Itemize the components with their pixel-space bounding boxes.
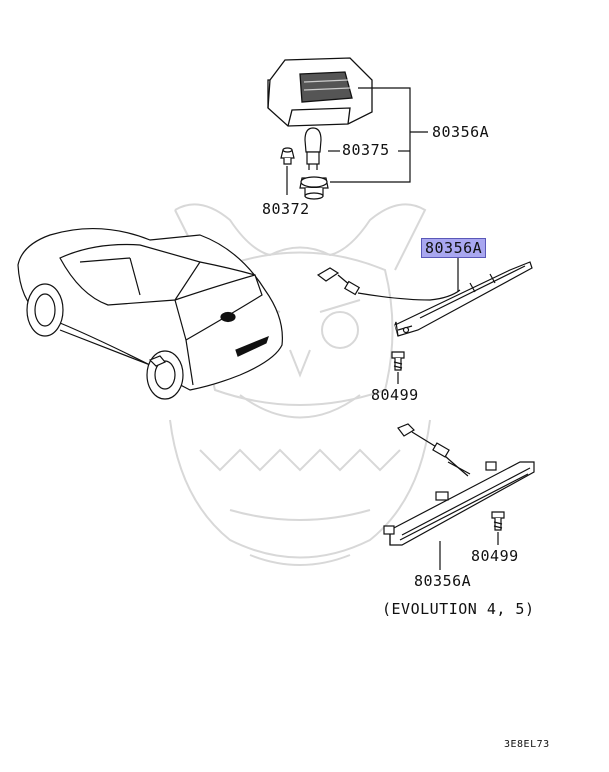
bottom-screw-part bbox=[491, 511, 505, 531]
nut-label: 80372 bbox=[262, 200, 310, 218]
middle-assembly-label: 80356A bbox=[421, 238, 487, 258]
bottom-lamp-assembly bbox=[383, 423, 535, 546]
nut-part bbox=[280, 147, 295, 165]
middle-screw-part bbox=[391, 351, 405, 371]
car-outline bbox=[17, 227, 283, 400]
top-bracket-lines bbox=[286, 87, 428, 195]
top-assembly-label: 80356A bbox=[432, 123, 490, 141]
bulb-label: 80375 bbox=[342, 141, 390, 159]
evolution-note: (EVOLUTION 4, 5) bbox=[382, 600, 535, 618]
middle-leader-lines bbox=[397, 257, 459, 384]
diagram-code: 3E8EL73 bbox=[504, 739, 550, 750]
bulb-part bbox=[304, 127, 322, 170]
middle-lamp-assembly bbox=[316, 261, 533, 337]
socket-part bbox=[299, 176, 329, 200]
middle-screw-label: 80499 bbox=[371, 386, 419, 404]
bottom-leader-lines bbox=[439, 532, 499, 570]
bottom-screw-label: 80499 bbox=[471, 547, 519, 565]
top-lamp-assembly bbox=[267, 57, 373, 127]
bottom-assembly-label: 80356A bbox=[414, 572, 472, 590]
samurai-watermark bbox=[169, 203, 431, 566]
